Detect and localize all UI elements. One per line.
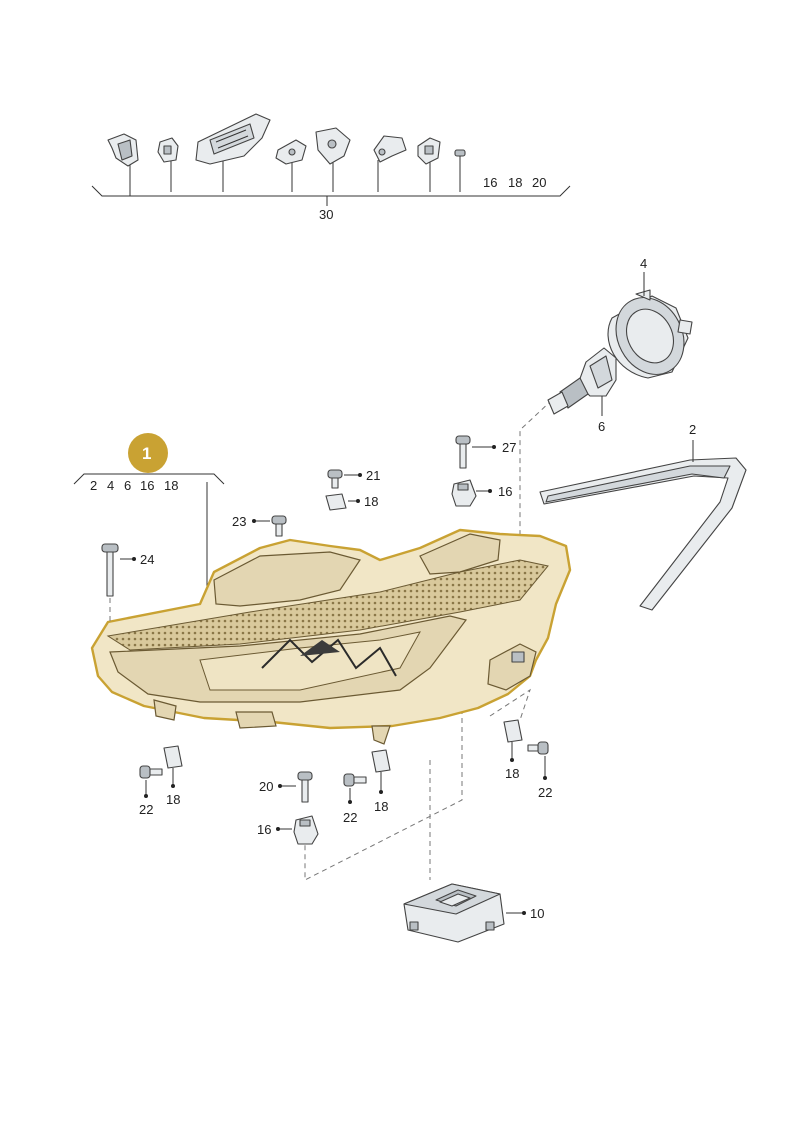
bracket-part-4: [275, 139, 307, 165]
clip-18-bottom-left: 18: [163, 745, 183, 807]
bracket-part-2: [157, 137, 179, 163]
clip-18-top: 18: [325, 493, 378, 511]
callout-22-bottom-left: 22: [139, 802, 153, 817]
control-module-part: 10: [403, 883, 544, 943]
cover-cap-part: 4: [607, 256, 693, 379]
group-number: 2: [90, 478, 97, 493]
top-group-number: 16: [483, 175, 497, 190]
headlight-group: 1 2 4 6 16 18: [73, 433, 225, 600]
callout-18-bottom-left: 18: [166, 792, 180, 807]
top-group-number: 18: [508, 175, 522, 190]
callout-2: 2: [689, 422, 696, 437]
callout-20: 20: [259, 779, 273, 794]
callout-23: 23: [232, 514, 246, 529]
callout-22-bottom-right: 22: [538, 785, 552, 800]
group-number: 18: [164, 478, 178, 493]
callout-18-bottom-middle: 18: [374, 799, 388, 814]
trim-strip-part: 2: [539, 422, 747, 611]
bracket-part-7: [417, 137, 441, 165]
screw-22-bottom-left: 22: [139, 765, 163, 817]
top-group-label: 30: [319, 207, 333, 222]
screw-27: 27: [455, 435, 516, 469]
screw-22-bottom-right: 22: [527, 741, 552, 800]
clip-18-bottom-right: 18: [503, 719, 523, 781]
group-number: 16: [140, 478, 154, 493]
assembly-lines: [304, 399, 553, 881]
screw-22-bottom-middle: 22: [343, 773, 367, 825]
small-screw-part: [454, 149, 466, 166]
callout-21: 21: [366, 468, 380, 483]
clip-16-bottom: 16: [257, 815, 319, 845]
callout-6: 6: [598, 419, 605, 434]
screw-20: 20: [259, 771, 313, 803]
callout-16-bottom: 16: [257, 822, 271, 837]
callout-10: 10: [530, 906, 544, 921]
clip-18-bottom-middle: 18: [371, 749, 391, 814]
bracket-part-6: [373, 135, 407, 163]
item-badge: [128, 433, 168, 473]
callout-16-top: 16: [498, 484, 512, 499]
clip-16-top: 16: [451, 479, 512, 507]
headlight-housing: [90, 528, 572, 745]
screw-23: 23: [232, 514, 287, 537]
callout-18-bottom-right: 18: [505, 766, 519, 781]
item-badge-label: 1: [142, 444, 151, 463]
callout-24: 24: [140, 552, 154, 567]
bracket-part-5: [315, 127, 351, 165]
group-number: 6: [124, 478, 131, 493]
screw-21: 21: [327, 468, 380, 489]
top-bracket-group: 16 18 20 30: [91, 113, 571, 222]
bulb-socket-part: 6: [547, 347, 617, 434]
bracket-part-1: [107, 133, 139, 167]
callout-22-bottom-middle: 22: [343, 810, 357, 825]
group-number: 4: [107, 478, 114, 493]
bracket-part-3: [195, 113, 271, 165]
callout-27: 27: [502, 440, 516, 455]
screw-24: 24: [101, 543, 154, 624]
callout-4: 4: [640, 256, 647, 271]
callout-18-top: 18: [364, 494, 378, 509]
top-group-number: 20: [532, 175, 546, 190]
